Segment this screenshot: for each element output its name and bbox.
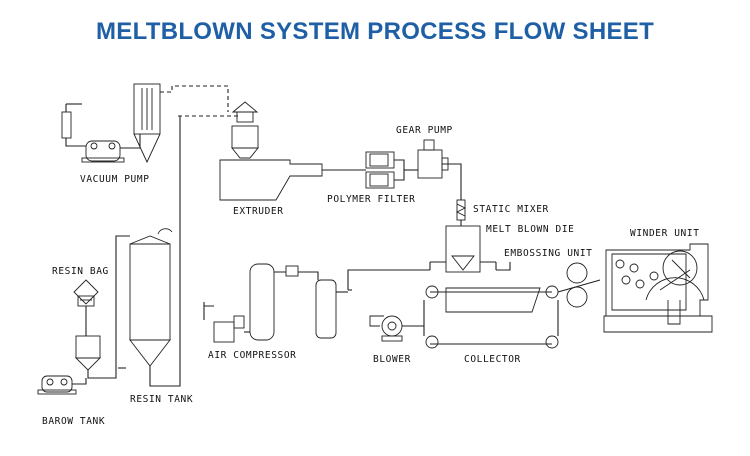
extruder-icon [219, 101, 323, 201]
collector-label: COLLECTOR [464, 354, 521, 365]
resin-tank-icon [129, 228, 173, 367]
suction-box [445, 287, 541, 313]
winder-unit-label: WINDER UNIT [630, 228, 700, 239]
air-dryer-icon [285, 265, 299, 277]
winder-roll-icon [662, 250, 698, 286]
static-mixer-label: STATIC MIXER [473, 204, 549, 215]
barow-tank-label: BAROW TANK [42, 416, 105, 427]
collector-roller-icon [425, 285, 439, 299]
vacuum-trap-vessel [61, 111, 72, 139]
blower-label: BLOWER [373, 354, 411, 365]
vacuum-pump-assembly: VACUUM PUMP [61, 83, 161, 185]
gear-pump-icon [417, 139, 449, 179]
collector-roller-icon [545, 335, 559, 349]
vacuum-line [160, 85, 229, 112]
air-compressor-icon [203, 302, 245, 343]
collector-icon [423, 285, 559, 349]
resin-bag-label: RESIN BAG [52, 266, 109, 277]
blower-icon [369, 315, 403, 342]
air-compressor-assembly [203, 263, 348, 343]
polymer-filter-icon [365, 151, 405, 189]
air-heater-icon [315, 279, 337, 339]
melt-blown-die-icon [429, 225, 497, 273]
polymer-filter-label: POLYMER FILTER [327, 194, 415, 205]
barow-tank-icon [74, 335, 102, 371]
extruder-label: EXTRUDER [233, 206, 284, 217]
air-compressor-label: AIR COMPRESSOR [208, 350, 296, 361]
vacuum-pump-icon [81, 140, 125, 163]
hot-air-line [347, 269, 430, 290]
melt-blown-die-label: MELT BLOWN DIE [486, 224, 574, 235]
resin-bag-icon [73, 279, 99, 307]
static-mixer-icon [455, 199, 467, 221]
winder-unit-icon [603, 243, 713, 333]
embossing-unit-label: EMBOSSING UNIT [504, 248, 592, 259]
page-title: MELTBLOWN SYSTEM PROCESS FLOW SHEET [95, 18, 655, 45]
vacuum-pump-label: VACUUM PUMP [80, 174, 150, 185]
resin-tank-label: RESIN TANK [130, 394, 193, 405]
air-receiver-tank [249, 263, 275, 341]
cyclone-filter-icon [133, 83, 161, 164]
collector-roller-icon [425, 335, 439, 349]
gear-pump-label: GEAR PUMP [396, 125, 453, 136]
barow-pump-icon [37, 375, 77, 395]
